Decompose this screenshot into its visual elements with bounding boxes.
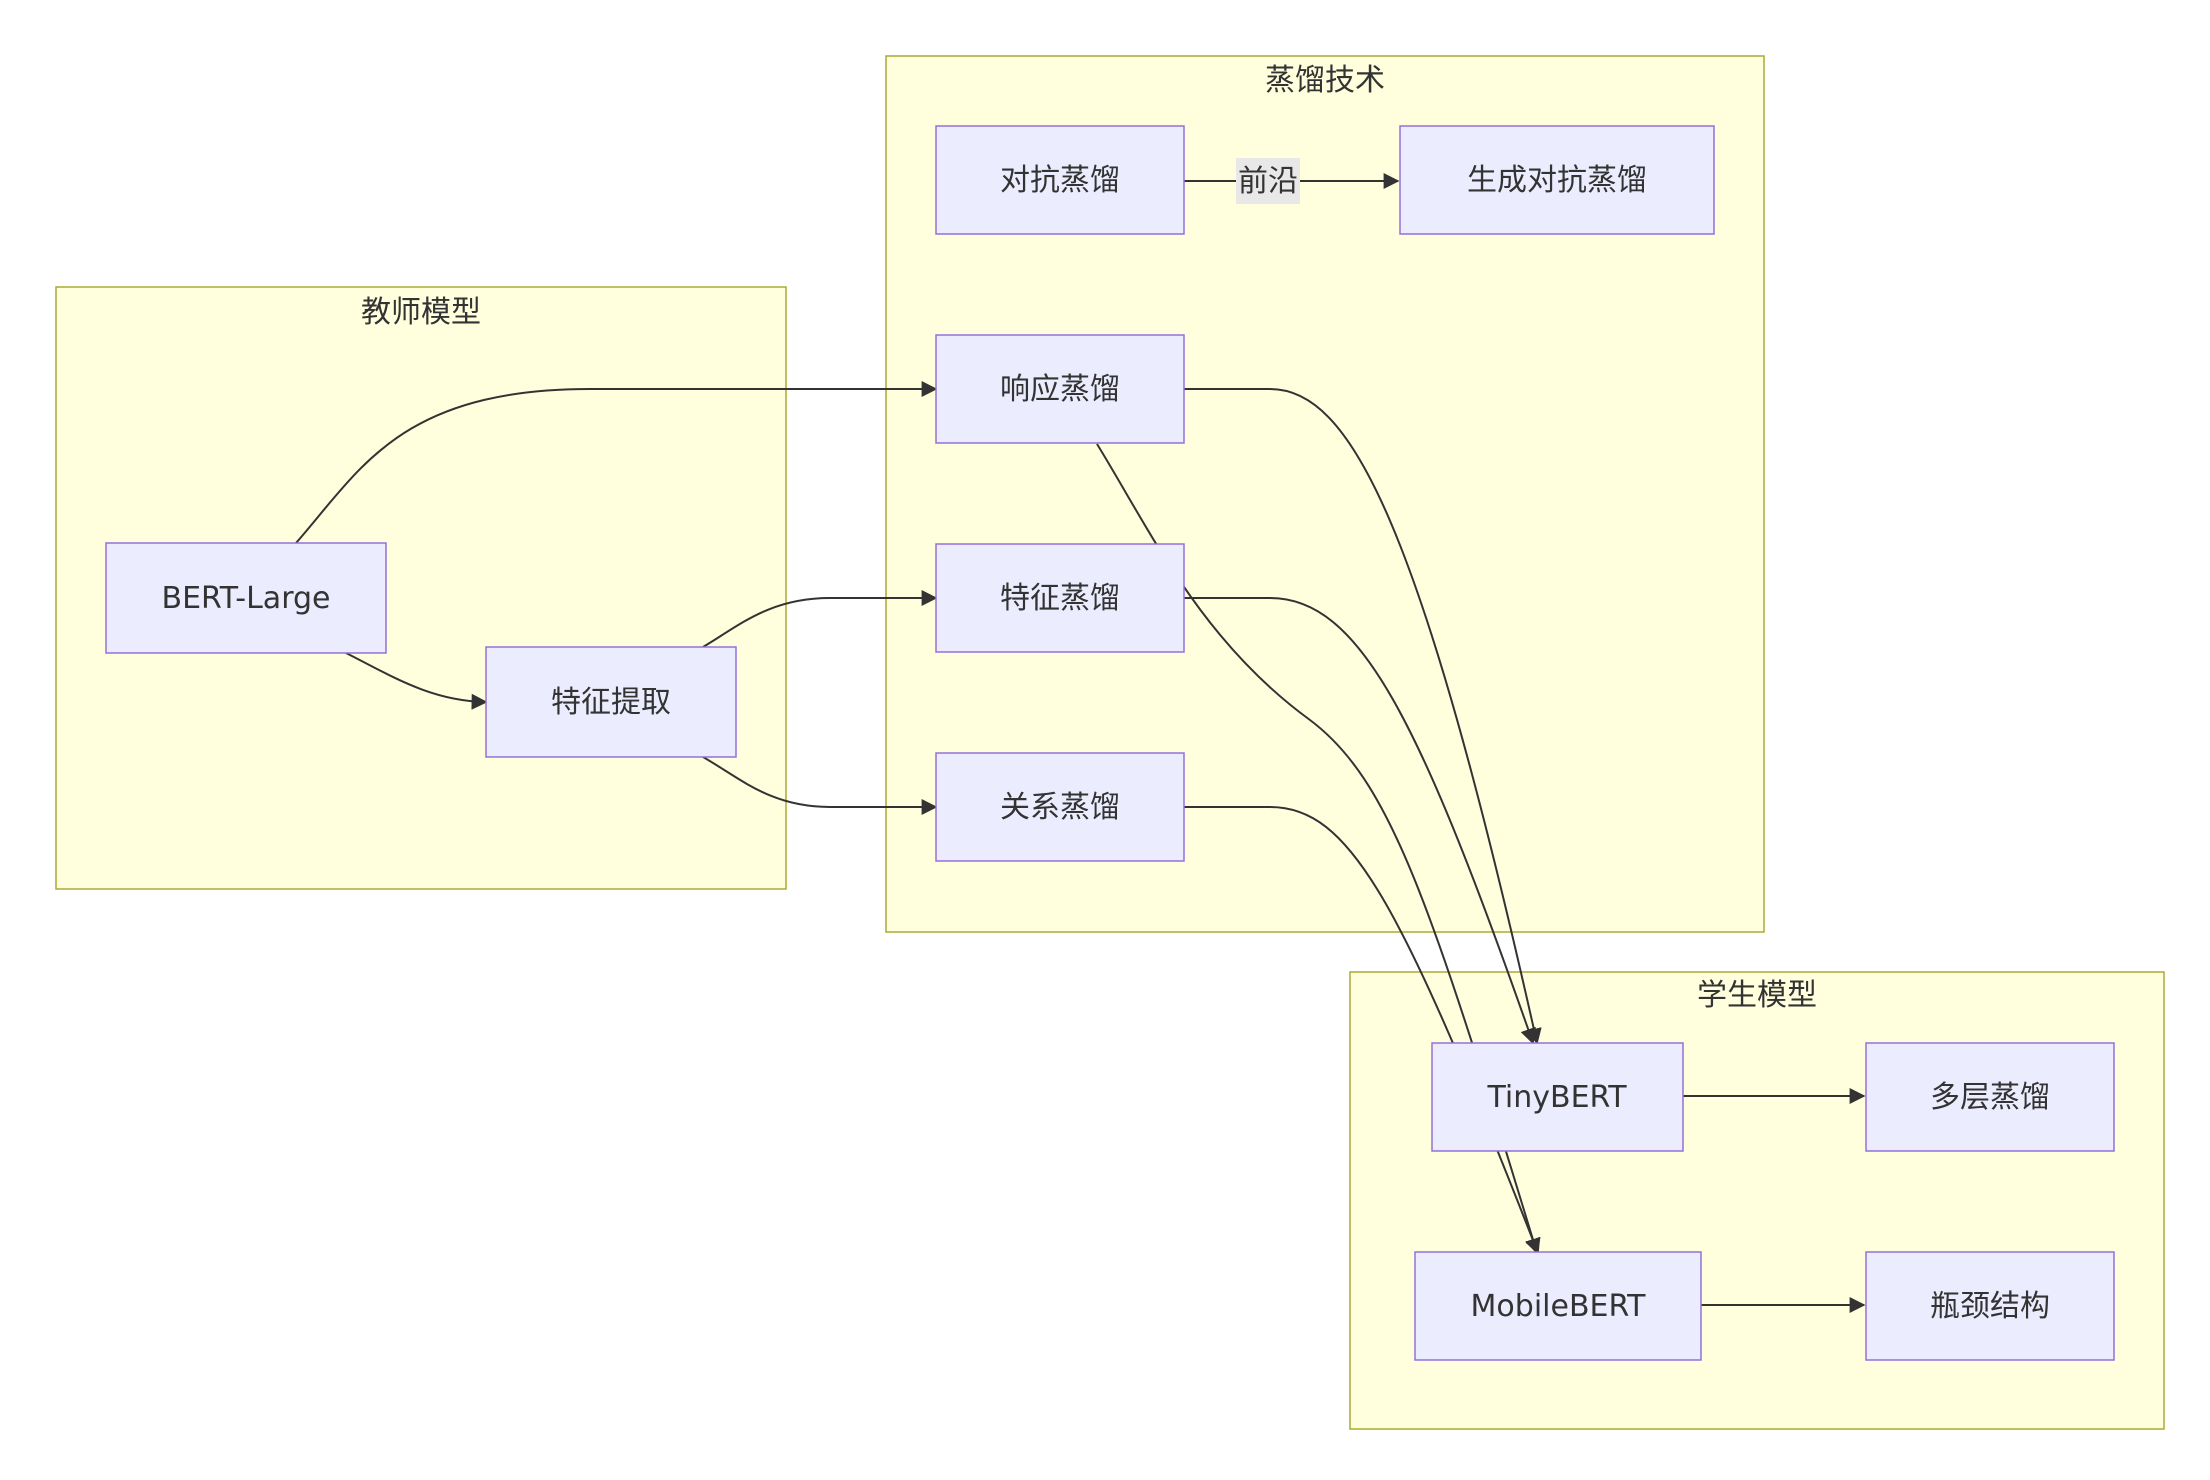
- node-feature-distill[interactable]: 特征蒸馏: [935, 543, 1185, 653]
- node-label-bottleneck-structure: 瓶颈结构: [1930, 1289, 2050, 1324]
- node-tinybert[interactable]: TinyBERT: [1431, 1042, 1684, 1152]
- node-bottleneck-structure[interactable]: 瓶颈结构: [1865, 1251, 2115, 1361]
- node-label-mobilebert: MobileBERT: [1471, 1289, 1647, 1324]
- node-label-gen-adversarial-distill: 生成对抗蒸馏: [1467, 163, 1647, 198]
- edge-feature-extract-to-feature-distill: [702, 590, 938, 648]
- node-multilayer-distill[interactable]: 多层蒸馏: [1865, 1042, 2115, 1152]
- node-label-feature-extract: 特征提取: [551, 685, 671, 720]
- node-response-distill[interactable]: 响应蒸馏: [935, 334, 1185, 444]
- edge-feature-extract-to-relation-distill: [702, 756, 938, 815]
- node-bert-large[interactable]: BERT-Large: [105, 542, 387, 654]
- edge-label-frontier: 前沿: [1236, 158, 1300, 204]
- cluster-title-distill: 蒸馏技术: [1265, 63, 1385, 98]
- edge-feature-distill-to-tinybert: [1184, 597, 1536, 1045]
- edge-response-distill-to-tinybert: [1184, 388, 1542, 1045]
- node-label-tinybert: TinyBERT: [1486, 1080, 1627, 1115]
- node-label-relation-distill: 关系蒸馏: [1000, 790, 1120, 825]
- node-label-feature-distill: 特征蒸馏: [1000, 581, 1120, 616]
- node-feature-extract[interactable]: 特征提取: [485, 646, 737, 758]
- edge-label-frontier-text: 前沿: [1238, 164, 1298, 199]
- node-mobilebert[interactable]: MobileBERT: [1414, 1251, 1702, 1361]
- node-relation-distill[interactable]: 关系蒸馏: [935, 752, 1185, 862]
- node-label-response-distill: 响应蒸馏: [1000, 372, 1120, 407]
- edge-bert-large-to-feature-extract: [345, 652, 488, 710]
- edges: [295, 173, 1866, 1313]
- node-gen-adversarial-distill[interactable]: 生成对抗蒸馏: [1399, 125, 1715, 235]
- node-label-bert-large: BERT-Large: [162, 581, 331, 616]
- edge-bert-large-to-response-distill: [295, 381, 938, 544]
- cluster-title-student: 学生模型: [1697, 978, 1817, 1013]
- cluster-title-teacher: 教师模型: [361, 295, 481, 330]
- node-label-adversarial-distill: 对抗蒸馏: [1000, 163, 1120, 198]
- node-label-multilayer-distill: 多层蒸馏: [1930, 1080, 2050, 1115]
- node-adversarial-distill[interactable]: 对抗蒸馏: [935, 125, 1185, 235]
